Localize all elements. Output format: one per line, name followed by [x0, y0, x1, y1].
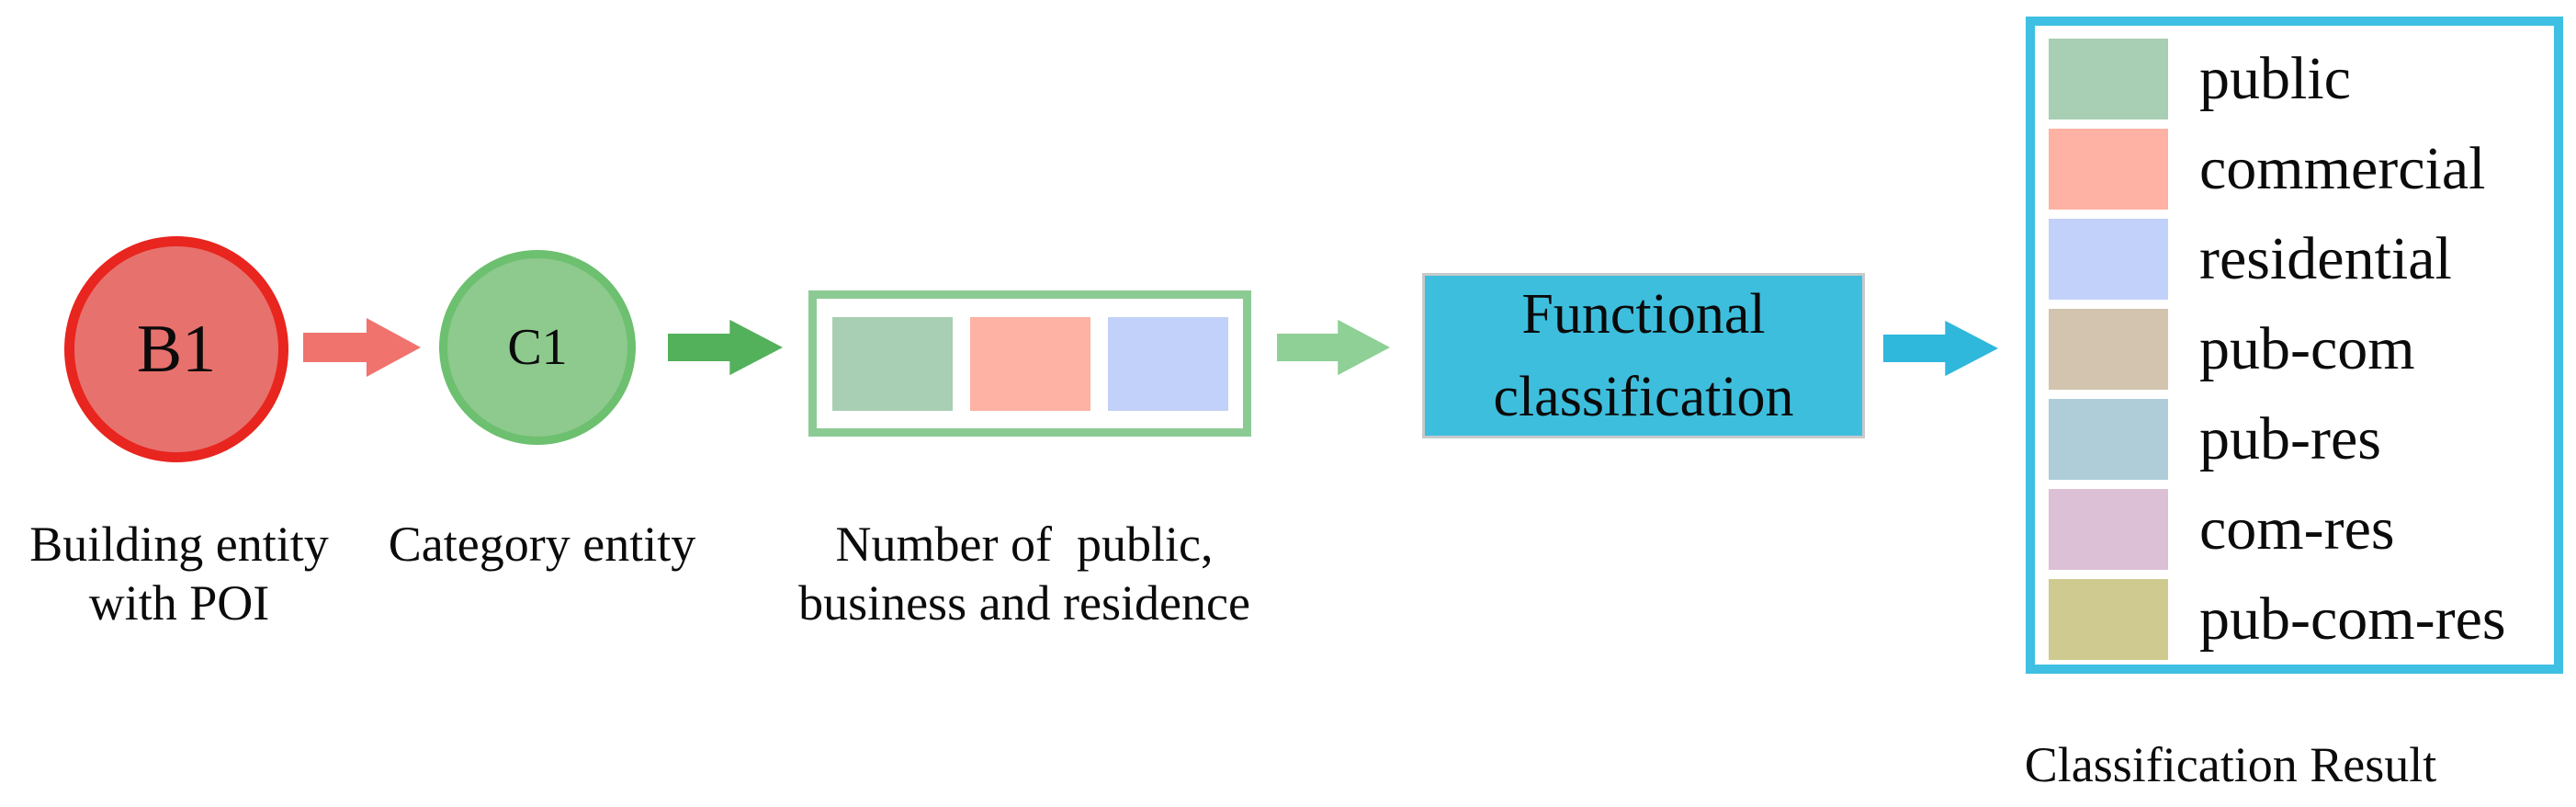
count-box	[808, 290, 1251, 437]
legend-swatch	[2049, 489, 2168, 570]
category-entity-label: C1	[507, 319, 568, 376]
legend-swatch	[2049, 129, 2168, 210]
legend-label: com-res	[2199, 495, 2395, 563]
count-square	[831, 316, 953, 411]
cyan-arrow-shape	[1883, 320, 1998, 377]
legend-swatch	[2049, 579, 2168, 660]
legend-item: residential	[2049, 219, 2554, 300]
building-entity-caption: Building entity with POI	[29, 517, 329, 631]
legend-label: pub-com	[2199, 315, 2415, 382]
red-arrow-shape	[303, 318, 421, 377]
count-square	[1107, 316, 1228, 411]
legend-label: commercial	[2199, 135, 2486, 202]
legend-label: public	[2199, 45, 2351, 112]
functional-classification-label: Functional classification	[1493, 283, 1794, 428]
building-entity-node: B1	[64, 236, 288, 462]
functional-classification-box: Functional classification	[1422, 273, 1865, 438]
legend-item: com-res	[2049, 489, 2554, 570]
count-box-caption: Number of public, business and residence	[798, 517, 1250, 631]
legend-label: pub-res	[2199, 405, 2381, 472]
legend-label: residential	[2199, 225, 2452, 292]
green-arrow-icon	[668, 319, 783, 376]
legend-item: pub-com-res	[2049, 579, 2554, 660]
legend-label: pub-com-res	[2199, 585, 2506, 653]
legend-item: pub-com	[2049, 309, 2554, 390]
light-green-arrow-icon	[1277, 319, 1390, 376]
green-arrow-shape	[668, 319, 783, 376]
legend-item: pub-res	[2049, 399, 2554, 480]
classification-result-caption: Classification Result	[2024, 737, 2437, 792]
cyan-arrow-icon	[1883, 320, 1998, 377]
category-entity-node: C1	[439, 250, 636, 445]
legend-swatch	[2049, 39, 2168, 119]
legend-item: commercial	[2049, 129, 2554, 210]
legend-swatch	[2049, 309, 2168, 390]
count-square	[969, 316, 1090, 411]
building-entity-label: B1	[136, 311, 217, 387]
category-entity-caption: Category entity	[388, 517, 696, 572]
legend-swatch	[2049, 219, 2168, 300]
light-green-arrow-shape	[1277, 319, 1390, 376]
red-arrow-icon	[303, 318, 421, 377]
classification-legend: public commercial residential pub-com pu…	[2026, 17, 2563, 674]
legend-item: public	[2049, 39, 2554, 119]
legend-swatch	[2049, 399, 2168, 480]
